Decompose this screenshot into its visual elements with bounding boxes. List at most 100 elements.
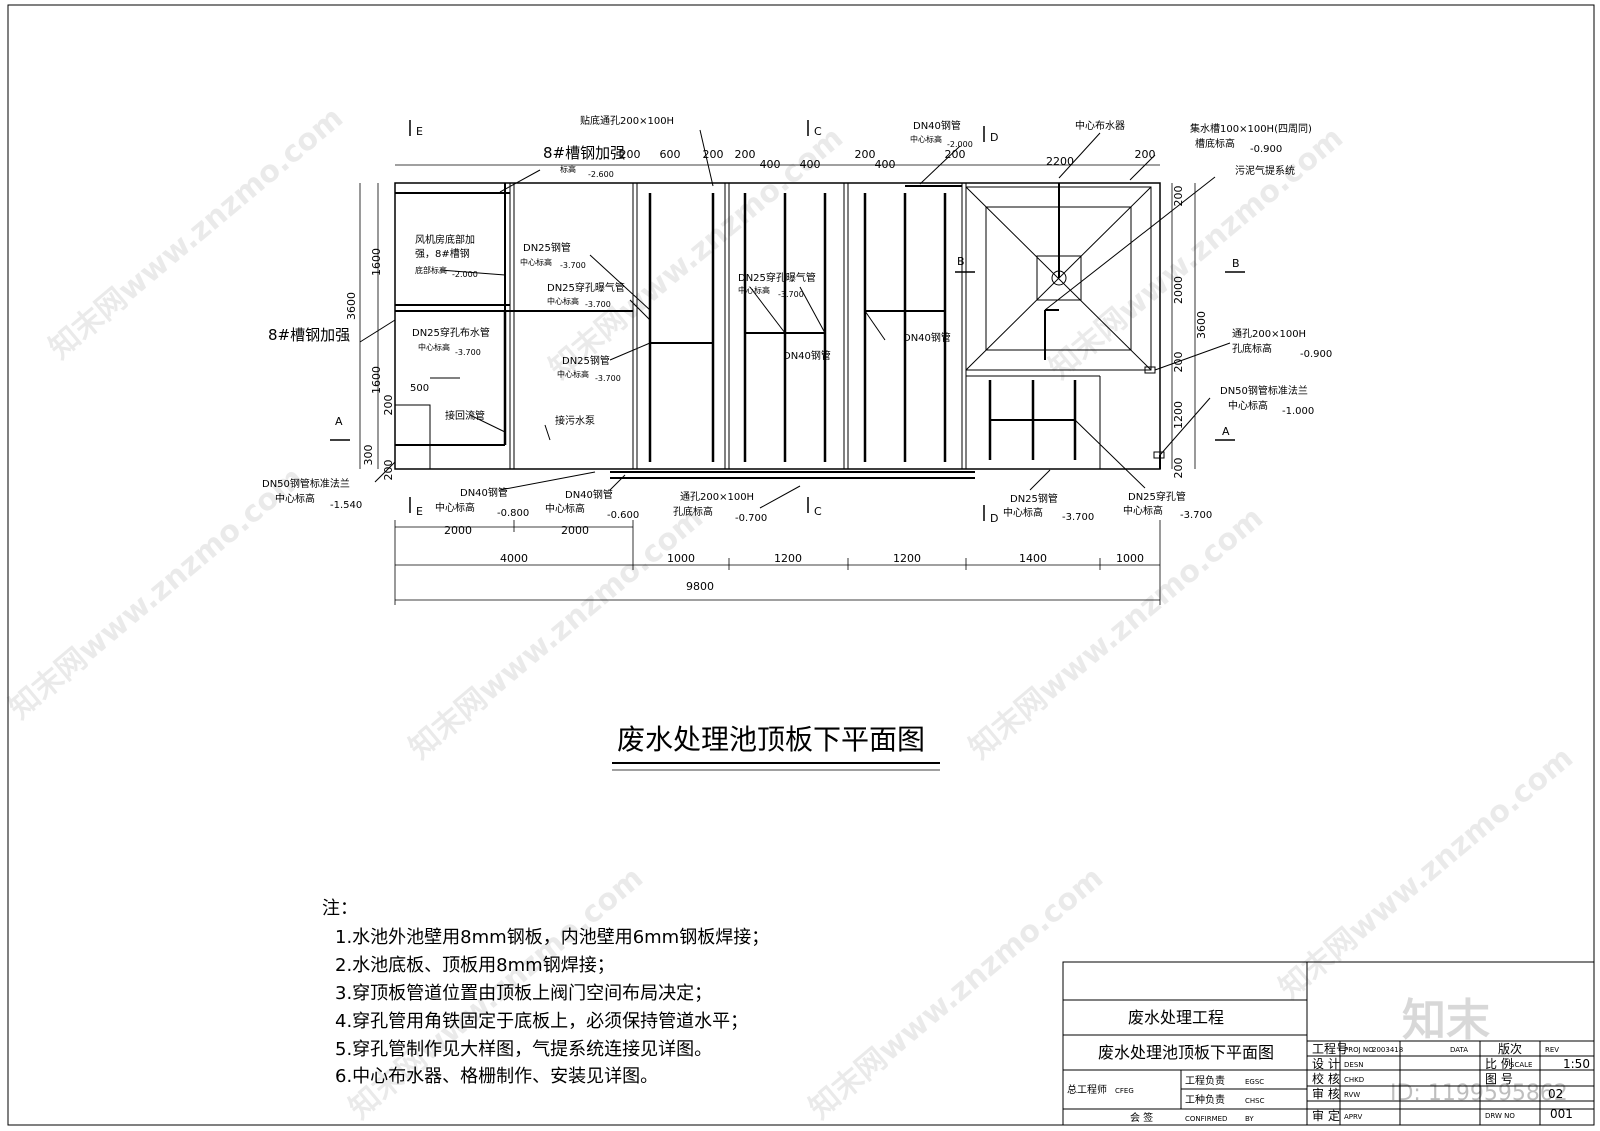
leader-12 [1058, 132, 1101, 179]
sec-c-bot: C [814, 505, 822, 518]
dim-left-3: 200 [382, 395, 395, 416]
ann-sewage-pump: 接污水泵 [555, 414, 595, 427]
leader-17 [374, 461, 396, 483]
sec-a-right: A [1222, 425, 1230, 438]
tb-review-label: 审 核 [1312, 1086, 1340, 1101]
dim-top-0: 200 [620, 148, 641, 161]
tb-disc-lead-en: CHSC [1245, 1097, 1265, 1105]
leader-18 [499, 471, 596, 491]
ann-fan-room-1: 风机房底部加 [415, 233, 475, 246]
dim-left-1: 3600 [345, 292, 358, 320]
dim-bot1-1: 2000 [561, 524, 589, 537]
leader-3 [439, 269, 506, 276]
leader-16 [1159, 397, 1211, 456]
dim-bot2-2: 1200 [774, 552, 802, 565]
note-item-3: 3.穿顶板管道位置由顶板上阀门空间布局决定； [335, 983, 712, 1004]
tb-proj-no-label: 工程号 [1312, 1041, 1348, 1056]
section-marks: E E C C D D A A B B [335, 125, 1240, 525]
tb-approve-en: APRV [1344, 1113, 1362, 1121]
plan-view [330, 120, 1245, 521]
ann-dn40-top: DN40钢管 [913, 119, 961, 132]
dim-top-5: 400 [800, 158, 821, 171]
dim-bot2-0: 4000 [500, 552, 528, 565]
dim-left-0: 1600 [370, 248, 383, 276]
dim-top-3: 200 [735, 148, 756, 161]
tb-sheet-no-b: 02 [1548, 1087, 1563, 1101]
leader-13 [1129, 154, 1156, 181]
tb-sheet-no: 001 [1550, 1107, 1573, 1121]
watermark-text-8: 知末网www.znzmo.com [803, 860, 1110, 1126]
ann-collect-trough-elev-label: 槽底标高 [1195, 137, 1235, 150]
ann-fan-room-elev: -2.000 [452, 270, 478, 279]
ann-vent-bottom: 通孔200×100H [680, 491, 754, 503]
ann-dn25-aer-2: DN25穿孔曝气管 [738, 271, 816, 284]
leader-19 [609, 474, 626, 491]
tb-countersign-label: 会 签 [1130, 1111, 1153, 1124]
ann-dn50-right-elev-label: 中心标高 [1228, 399, 1268, 412]
ann-dn25-1: DN25钢管 [523, 241, 571, 254]
note-item-2: 2.水池底板、顶板用8mm钢焊接； [335, 955, 615, 976]
leader-6 [609, 342, 651, 361]
ann-vent-right-elev-label: 孔底标高 [1232, 342, 1272, 355]
note-item-4: 4.穿孔管用角铁固定于底板上，必须保持管道水平； [335, 1011, 748, 1032]
ann-collect-trough-elev: -0.900 [1250, 144, 1282, 155]
ann-dn40-b2-elev-label: 中心标高 [545, 502, 585, 515]
leader-10 [699, 129, 714, 187]
sec-a-left: A [335, 415, 343, 428]
ann-collect-trough: 集水槽100×100H(四周同) [1190, 122, 1312, 135]
ann-dn50-right: DN50钢管标准法兰 [1220, 384, 1308, 397]
note-item-1: 1.水池外池壁用8mm钢板，内池壁用6mm钢板焊接； [335, 927, 769, 948]
dim-top-10: 200 [1135, 148, 1156, 161]
dim-bot1-0: 2000 [444, 524, 472, 537]
ann-dn50-left-elev-label: 中心标高 [275, 492, 315, 505]
tb-disc-lead-label: 工种负责 [1185, 1093, 1225, 1106]
leader-1 [499, 169, 541, 193]
sec-c-top: C [814, 125, 822, 138]
notes-heading: 注： [322, 898, 358, 919]
dim-left-4: 300 [362, 445, 375, 466]
sec-e-bot: E [416, 505, 423, 518]
tb-date-en: DATA [1450, 1046, 1468, 1054]
tb-scale-en: SCALE [1510, 1061, 1532, 1069]
tb-proj-no: 2003418 [1372, 1046, 1403, 1054]
dim-top-4: 400 [760, 158, 781, 171]
dim-right-5: 200 [1172, 458, 1185, 479]
ann-dn40-b1-elev-label: 中心标高 [435, 501, 475, 514]
watermark-text-3: 知末网www.znzmo.com [1043, 120, 1350, 386]
dim-top-8: 200 [945, 148, 966, 161]
watermark-id: ID: 1199595862 [1390, 1081, 1568, 1106]
dim-top-2: 200 [703, 148, 724, 161]
tb-check-en: CHKD [1344, 1076, 1364, 1084]
tb-rev-en: REV [1545, 1046, 1559, 1054]
sec-e-top: E [416, 125, 423, 138]
sec-b-right: B [1232, 257, 1240, 270]
sec-b-left: B [957, 255, 965, 268]
tb-check-label: 校 核 [1312, 1071, 1340, 1086]
ann-dn25-aer-2-elev-label: 中心标高 [738, 285, 770, 295]
leader-22 [1074, 419, 1146, 489]
tb-confirmed-en: CONFIRMED [1185, 1115, 1227, 1123]
sec-d-bot: D [990, 512, 998, 525]
ann-dn25-b-perf: DN25穿孔管 [1128, 490, 1186, 503]
dim-bot2-5: 1000 [1116, 552, 1144, 565]
note-item-5: 5.穿孔管制作见大样图，气提系统连接见详图。 [335, 1039, 712, 1060]
leader-9 [864, 310, 886, 341]
tb-rev-label: 版次 [1498, 1042, 1522, 1056]
ann-dn40-b1-elev: -0.800 [497, 508, 529, 519]
ann-bottom-vent-elev-label: 标高 [560, 164, 576, 174]
drawing-title: 废水处理池顶板下平面图 [617, 723, 925, 756]
tb-by-en: BY [1245, 1115, 1254, 1123]
title-block [1062, 961, 1595, 1126]
tb-design-en: DESN [1344, 1061, 1364, 1069]
tb-border [1062, 961, 1595, 1126]
ann-dim-500: 500 [410, 383, 429, 394]
ann-dn50-right-elev: -1.000 [1282, 406, 1314, 417]
ann-dn25-dist: DN25穿孔布水管 [412, 326, 490, 339]
ann-channel-top: 8#槽钢加强 [543, 144, 625, 162]
watermark-text-4: 知末网www.znzmo.com [3, 460, 310, 726]
notes-block: 注： 1.水池外池壁用8mm钢板，内池壁用6mm钢板焊接； 2.水池底板、顶板用… [322, 898, 769, 1087]
ann-channel-left: 8#槽钢加强 [268, 326, 350, 344]
tb-scale: 1:50 [1563, 1057, 1590, 1071]
dims-top: 200 600 200 200 400 400 200 400 200 2200… [620, 148, 1156, 171]
